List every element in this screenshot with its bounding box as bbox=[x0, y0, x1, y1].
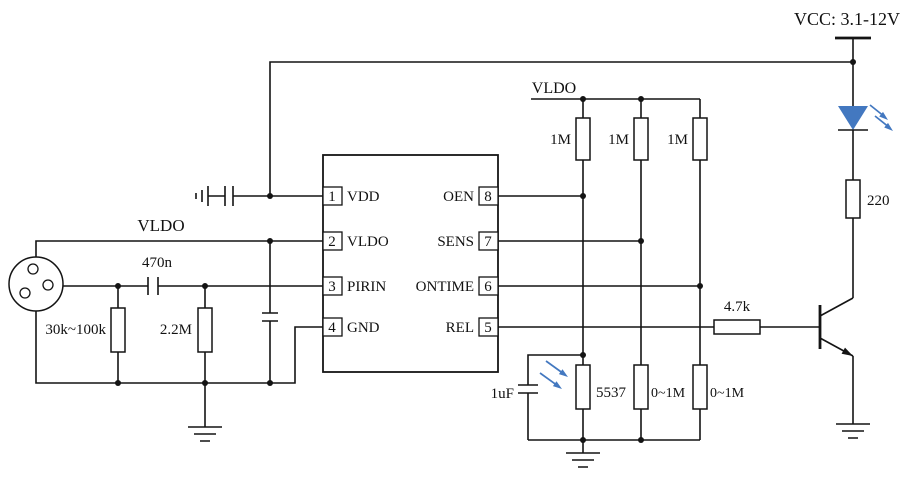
label-0-1m-2: 0~1M bbox=[710, 386, 745, 401]
resistor-1m-3 bbox=[692, 117, 708, 161]
pir-pin bbox=[19, 287, 31, 299]
vldo-net-label-left: VLDO bbox=[137, 216, 184, 235]
label-1m-3: 1M bbox=[667, 132, 688, 148]
pin-box-2 bbox=[322, 231, 343, 251]
resistor-30k-100k bbox=[110, 307, 126, 353]
wire-pullup-tops bbox=[582, 99, 701, 118]
pin-box-1 bbox=[322, 186, 343, 206]
junction-dots bbox=[115, 59, 856, 443]
ground-symbol-emitter bbox=[836, 423, 870, 439]
pin-number: 2 bbox=[328, 234, 336, 250]
led-triangle bbox=[838, 106, 868, 130]
pin-name-rel: REL bbox=[446, 320, 474, 336]
capacitor-1uf bbox=[518, 384, 538, 394]
transistor-collector bbox=[819, 297, 854, 317]
led-light-arrowhead bbox=[884, 122, 893, 131]
wire-filter-cap bbox=[527, 354, 583, 440]
wires bbox=[35, 36, 871, 453]
pin-number: 5 bbox=[484, 320, 492, 336]
label-1m-2: 1M bbox=[608, 132, 629, 148]
label-5537: 5537 bbox=[596, 385, 627, 401]
wire-left-resistor-legs bbox=[117, 286, 206, 383]
label-0-1m-1: 0~1M bbox=[651, 386, 686, 401]
pin-number: 7 bbox=[484, 234, 492, 250]
pir-sensor bbox=[8, 256, 64, 312]
pin-box-5 bbox=[478, 317, 499, 337]
label-2.2m: 2.2M bbox=[160, 322, 192, 338]
ground-symbol-bottom-right bbox=[566, 452, 600, 468]
wire-pullup-verticals bbox=[582, 160, 701, 365]
pir-pin bbox=[42, 279, 54, 291]
label-4.7k: 4.7k bbox=[724, 299, 751, 315]
pin-name-vldo: VLDO bbox=[347, 234, 389, 250]
capacitor-decoupling-vdd bbox=[224, 186, 234, 206]
npn-transistor bbox=[818, 297, 854, 357]
pin-number: 6 bbox=[484, 279, 492, 295]
pin-box-7 bbox=[478, 231, 499, 251]
pin-name-gnd: GND bbox=[347, 320, 380, 336]
capacitor-vldo bbox=[262, 312, 278, 322]
led-light-arrowhead bbox=[879, 111, 888, 120]
capacitor-470n bbox=[147, 277, 159, 295]
resistor-4.7k bbox=[713, 319, 761, 335]
pin-name-ontime: ONTIME bbox=[416, 279, 474, 295]
ldr-light-arrowhead bbox=[552, 381, 562, 389]
transistor-emitter-arrow bbox=[841, 347, 853, 356]
wire-bottom-legs bbox=[582, 409, 701, 440]
wire-vdd-top bbox=[269, 61, 853, 196]
ic-body bbox=[322, 154, 499, 373]
ground-symbol-left-horizontal bbox=[195, 186, 209, 206]
pin-number: 4 bbox=[328, 320, 336, 336]
ldr-light-arrowhead bbox=[558, 369, 568, 377]
label-220: 220 bbox=[867, 193, 890, 209]
pin-box-4 bbox=[322, 317, 343, 337]
pin-number: 3 bbox=[328, 279, 336, 295]
pir-pin bbox=[27, 263, 39, 275]
wire-ground-rail-left bbox=[35, 311, 323, 384]
wire-pin2-vldo bbox=[35, 240, 323, 257]
led bbox=[838, 104, 893, 131]
pin-box-6 bbox=[478, 276, 499, 296]
pin-box-8 bbox=[478, 186, 499, 206]
vldo-net-label-right: VLDO bbox=[532, 80, 576, 97]
ic-chip: 1 2 3 4 VDD VLDO PIRIN GND 8 7 6 5 OEN S… bbox=[322, 154, 499, 373]
resistor-1m-2 bbox=[633, 117, 649, 161]
pin-name-oen: OEN bbox=[443, 189, 474, 205]
pin-box-3 bbox=[322, 276, 343, 296]
resistor-220 bbox=[845, 179, 861, 219]
resistor-0-1m-2 bbox=[692, 364, 708, 410]
label-30k-100k: 30k~100k bbox=[45, 322, 106, 338]
ldr-5537 bbox=[575, 364, 591, 410]
label-1m-1: 1M bbox=[550, 132, 571, 148]
vcc-label: VCC: 3.1-12V bbox=[794, 9, 900, 29]
pin-number: 8 bbox=[484, 189, 492, 205]
pin-number: 1 bbox=[328, 189, 336, 205]
label-1uf: 1uF bbox=[491, 386, 514, 402]
ground-symbol-bottom-left bbox=[188, 426, 222, 442]
pin-name-sens: SENS bbox=[437, 234, 474, 250]
pin-name-vdd: VDD bbox=[347, 189, 380, 205]
ldr-light-arrows bbox=[539, 360, 568, 389]
label-470n: 470n bbox=[142, 255, 173, 271]
pin-name-pirin: PIRIN bbox=[347, 279, 386, 295]
resistor-1m-1 bbox=[575, 117, 591, 161]
resistor-2.2m bbox=[197, 307, 213, 353]
resistor-0-1m-1 bbox=[633, 364, 649, 410]
